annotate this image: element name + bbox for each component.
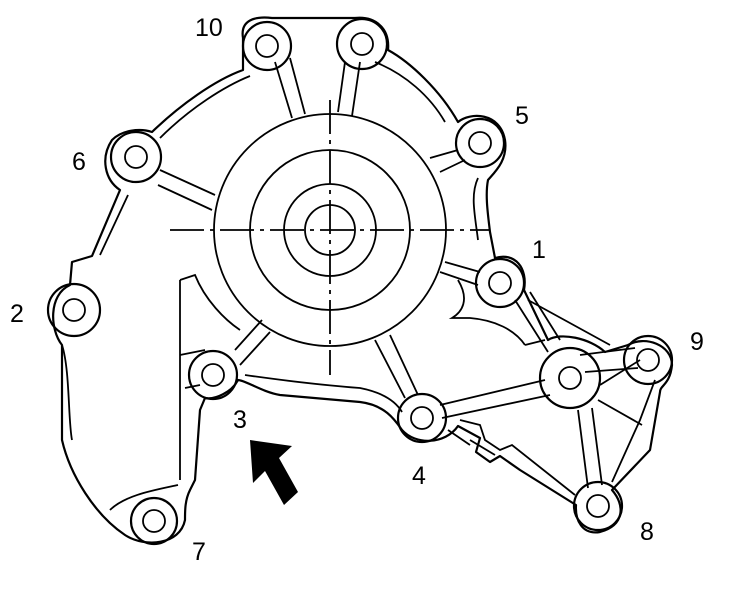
callout-5: 5 (515, 102, 529, 130)
pump-housing-outline (52, 16, 674, 544)
callout-8: 8 (640, 518, 654, 546)
bolt-boss-4 (396, 392, 448, 444)
bolt-boss-6 (109, 130, 163, 184)
callout-4: 4 (412, 462, 426, 490)
bolt-bosses (46, 17, 674, 546)
bolt-boss-center-right (538, 346, 602, 410)
bolt-boss-10b (335, 17, 389, 71)
bolt-callout-labels: 10 5 6 1 2 9 3 4 8 7 (10, 14, 704, 566)
callout-3: 3 (233, 406, 247, 434)
bolt-boss-2 (46, 282, 102, 338)
callout-1: 1 (532, 236, 546, 264)
bolt-boss-3 (187, 349, 239, 401)
callout-7: 7 (192, 538, 206, 566)
bolt-boss-7 (129, 496, 179, 546)
bolt-boss-10a (241, 20, 293, 72)
callout-10: 10 (195, 14, 223, 42)
pump-centerlines (170, 100, 490, 375)
callout-2: 2 (10, 300, 24, 328)
bolt-boss-9 (622, 334, 674, 386)
callout-6: 6 (72, 148, 86, 176)
bolt-boss-5 (454, 117, 506, 169)
arrow-up-left-icon (250, 440, 298, 505)
housing-ribs (157, 57, 656, 489)
bolt-boss-1 (474, 257, 526, 309)
callout-9: 9 (690, 328, 704, 356)
housing-inner-contours (61, 61, 576, 511)
bolt-boss-8 (572, 480, 624, 532)
